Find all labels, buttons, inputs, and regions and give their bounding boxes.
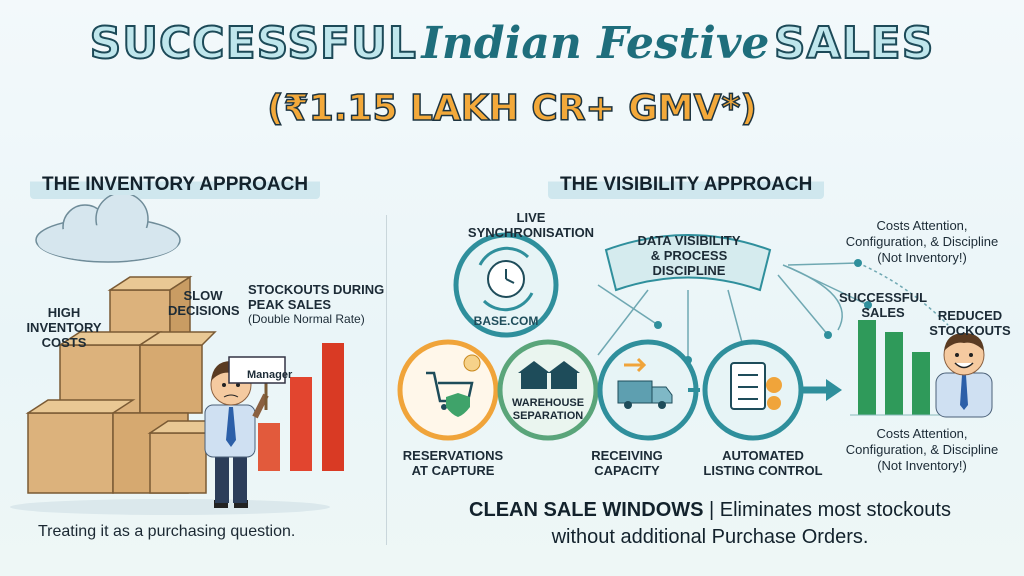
manager-sign [228, 356, 286, 410]
box-stack-icon [25, 275, 227, 494]
title-part-1: SUCCESSFUL [89, 17, 417, 70]
cart-shield-icon [426, 354, 481, 417]
label-line: WAREHOUSE [511, 397, 585, 409]
left-caption: Treating it as a purchasing question. [38, 523, 296, 540]
successful-sales-label: SUCCESSFUL SALES [838, 290, 928, 320]
label-line: PEAK SALES [248, 297, 332, 312]
label-line: INVENTORY [26, 320, 102, 335]
stockout-bars [258, 343, 344, 471]
cloud-icon [35, 195, 181, 263]
label-line: Configuration, & Discipline [845, 442, 999, 457]
warehouse-label: WAREHOUSE SEPARATION [508, 397, 588, 423]
label-line: CAPACITY [594, 463, 660, 478]
automated-label: AUTOMATED LISTING CONTROL [690, 448, 836, 478]
caption-rest: | Eliminates most stockouts [703, 499, 951, 521]
label-line: SYNCHRONISATION [467, 225, 595, 240]
label-line: Costs Attention, [876, 426, 968, 441]
receiving-label: RECEIVING CAPACITY [572, 448, 682, 478]
costs-top-note: Costs Attention, Configuration, & Discip… [822, 218, 1022, 266]
label-line: HIGH [47, 305, 81, 320]
stockouts-label: STOCKOUTS DURING PEAK SALES (Double Norm… [248, 282, 388, 326]
warehouse-icon [518, 361, 580, 389]
label-line: REDUCED [937, 308, 1003, 323]
label-line: LIVE [516, 210, 546, 225]
label-line: (Not Inventory!) [877, 458, 967, 473]
label-line: SLOW [183, 288, 223, 303]
label-line: Costs Attention, [876, 218, 968, 233]
high-inventory-costs: HIGH INVENTORY COSTS [24, 305, 104, 350]
happy-person-icon [935, 333, 993, 418]
label-line: STOCKOUTS DURING [248, 282, 385, 297]
slow-decisions: SLOW DECISIONS [168, 288, 240, 318]
caption-line-1: CLEAN SALE WINDOWS | Eliminates most sto… [400, 497, 1020, 524]
label-line: DISCIPLINE [652, 263, 726, 278]
title-part-3: SALES [773, 17, 935, 70]
label-line: STOCKOUTS [929, 323, 1011, 338]
label-line: AT CAPTURE [411, 463, 495, 478]
right-caption: CLEAN SALE WINDOWS | Eliminates most sto… [400, 497, 1020, 551]
costs-bottom-note: Costs Attention, Configuration, & Discip… [822, 426, 1022, 474]
label-line: AUTOMATED [722, 448, 804, 463]
delivery-truck-icon [617, 357, 673, 409]
label-line: RECEIVING [591, 448, 663, 463]
subtitle-gmv: (₹1.15 LAKH CR+ GMV*) [266, 87, 757, 130]
label-line: & PROCESS [650, 248, 728, 263]
main-title: SUCCESSFUL Indian Festive SALES [0, 17, 1024, 70]
label-line: RESERVATIONS [402, 448, 504, 463]
label-line: (Not Inventory!) [877, 250, 967, 265]
center-divider [386, 215, 387, 545]
data-visibility-label: DATA VISIBILITY & PROCESS DISCIPLINE [614, 233, 764, 278]
clean-sale-windows: CLEAN SALE WINDOWS [469, 499, 704, 521]
label-line: DECISIONS [168, 303, 240, 318]
brand-label: BASE.COM [473, 314, 539, 328]
caption-line-2: without additional Purchase Orders. [551, 526, 869, 548]
checklist-gear-icon [730, 362, 782, 410]
label-line: Configuration, & Discipline [845, 234, 999, 249]
label-line: COSTS [41, 335, 87, 350]
success-bars [858, 320, 930, 415]
label-line: SALES [861, 305, 905, 320]
label-line: DATA VISIBILITY [637, 233, 741, 248]
live-sync-label: LIVE SYNCHRONISATION [456, 210, 606, 240]
left-heading: THE INVENTORY APPROACH [30, 170, 321, 199]
reservations-label: RESERVATIONS AT CAPTURE [398, 448, 508, 478]
inventory-illustration [10, 195, 344, 515]
title-part-2: Indian Festive [421, 18, 770, 69]
manager-sign-label: Manager [247, 369, 293, 381]
right-heading: THE VISIBILITY APPROACH [548, 170, 825, 199]
stockouts-note: (Double Normal Rate) [248, 312, 365, 326]
clock-sync-icon [478, 246, 534, 312]
label-line: SUCCESSFUL [838, 290, 928, 305]
label-line: LISTING CONTROL [703, 463, 823, 478]
visibility-flow-diagram [397, 232, 993, 441]
reduced-stockouts-label: REDUCED STOCKOUTS [922, 308, 1018, 338]
label-line: SEPARATION [512, 410, 584, 422]
